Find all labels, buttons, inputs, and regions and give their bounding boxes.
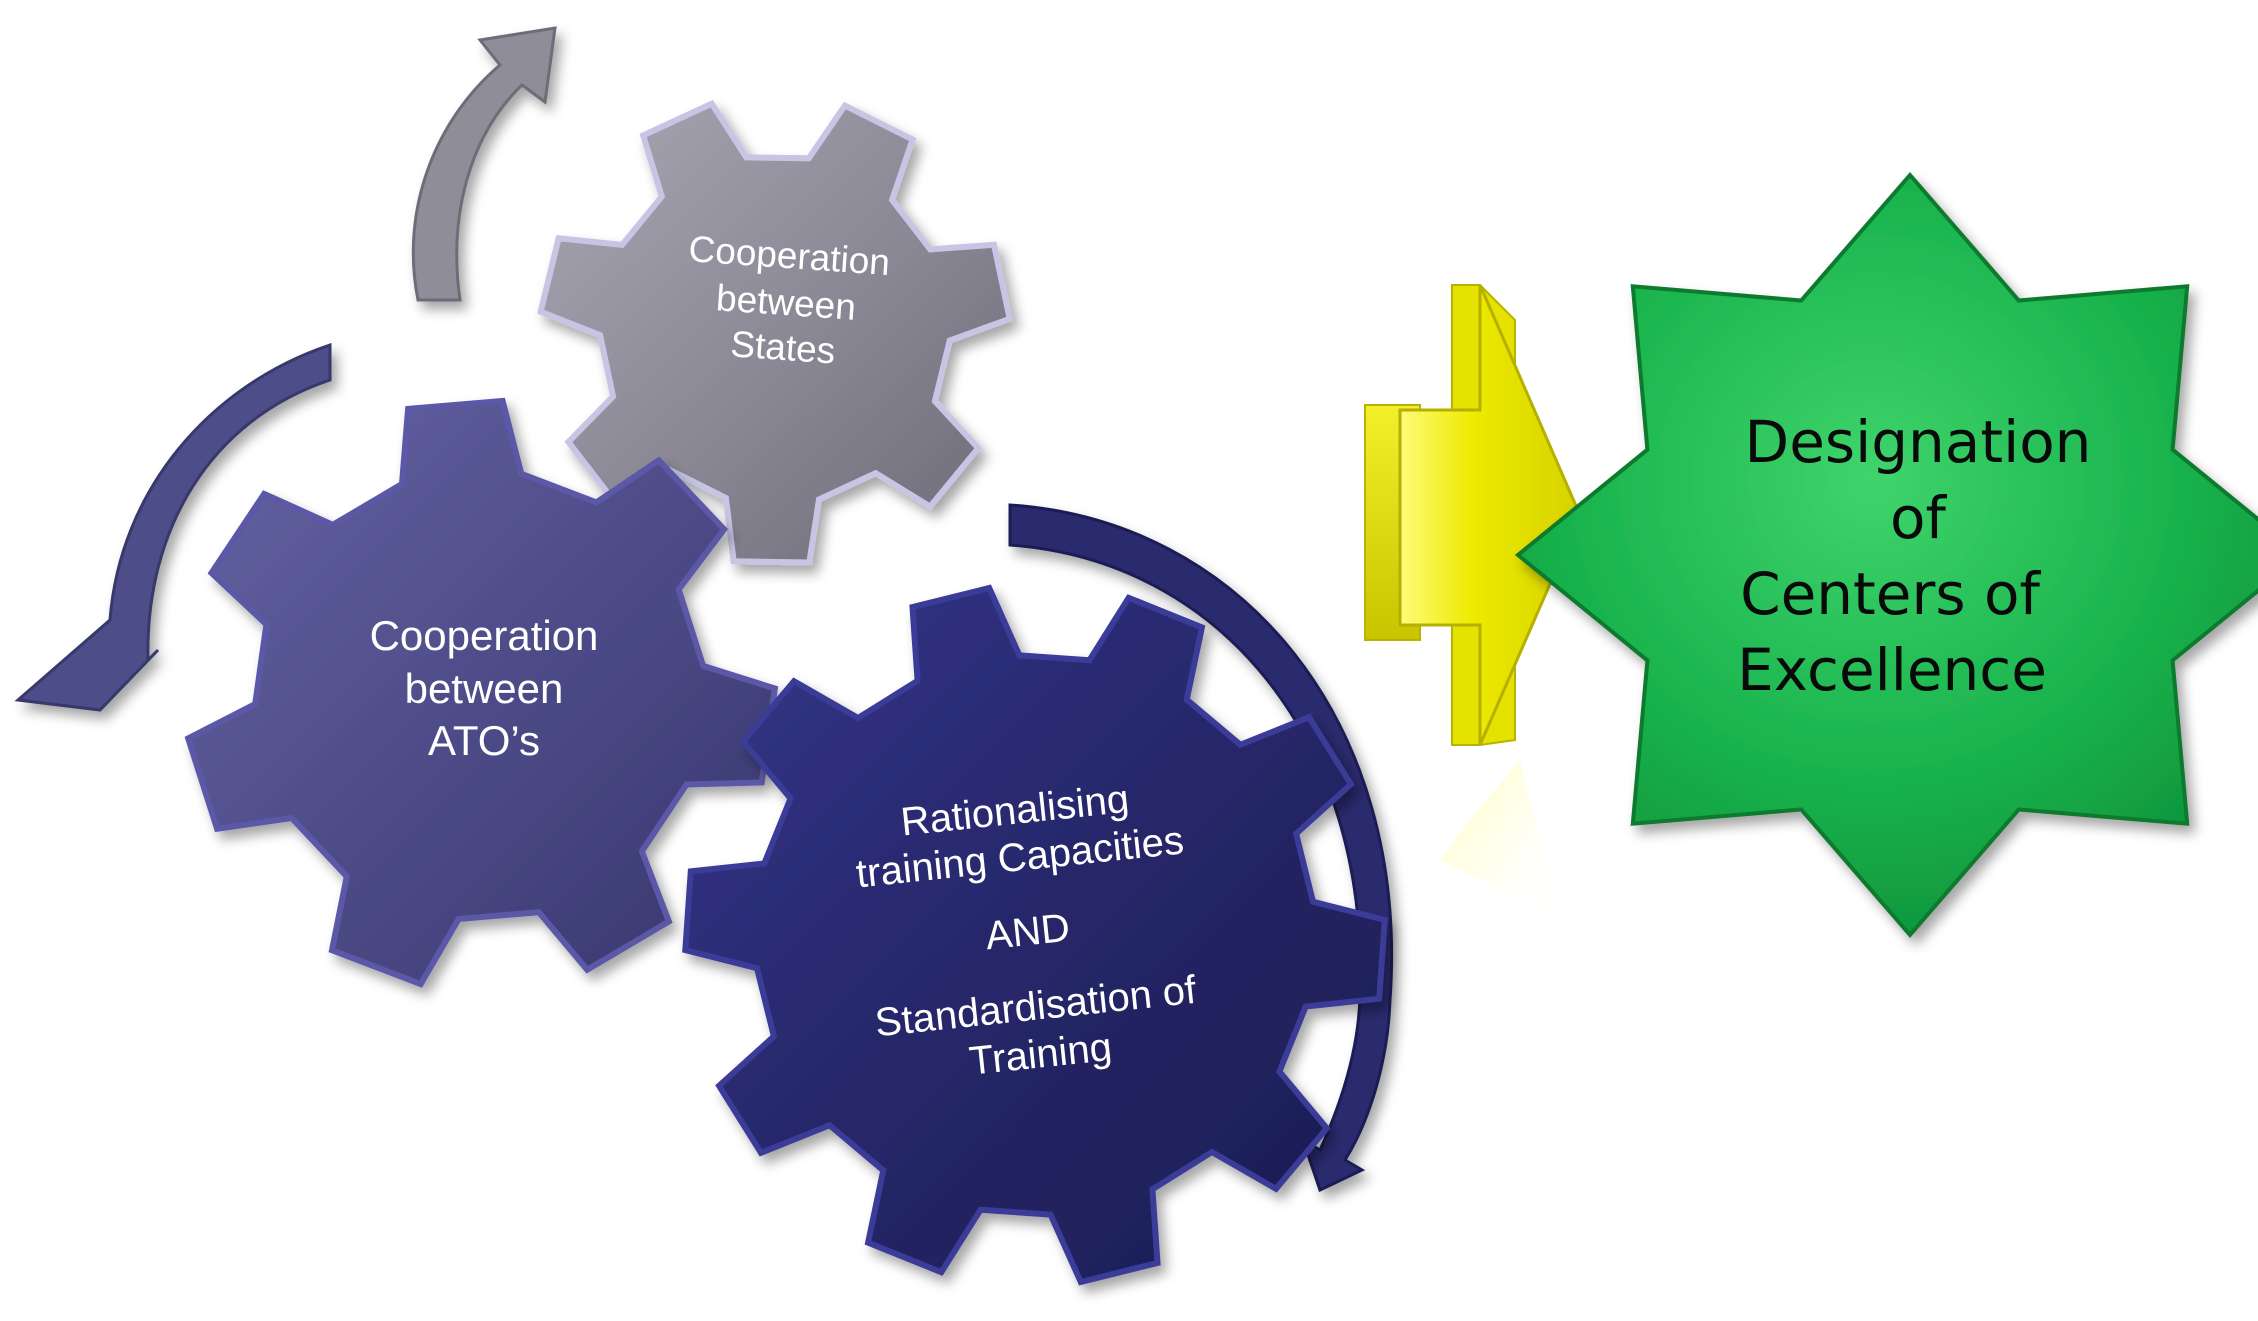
flow-arrow-body — [1398, 284, 1582, 746]
star-label-3: Centers of — [1740, 560, 2041, 628]
cycle-arrow-right — [1008, 503, 1393, 1193]
gear-training-shape — [682, 584, 1388, 1286]
cycle-arrow-top — [411, 26, 557, 302]
flow-arrow-glow — [1440, 760, 1560, 920]
gear-states — [537, 99, 1014, 566]
gear-atos — [184, 397, 779, 988]
gear-atos-shape — [184, 397, 779, 988]
gear-training — [682, 584, 1388, 1286]
gear-atos-label-2: between — [405, 665, 564, 712]
gear-states-label-3: States — [729, 323, 837, 371]
gear-training-label-3: AND — [983, 906, 1072, 959]
gear-states-shape — [537, 99, 1014, 566]
gear-states-label-2: between — [715, 277, 857, 328]
star-shape — [1514, 171, 2258, 939]
cycle-arrow-left — [14, 342, 332, 712]
star-label-4: Excellence — [1737, 636, 2047, 704]
star-label-2: of — [1890, 484, 1947, 552]
flow-arrow — [1364, 284, 1582, 920]
gear-atos-label-3: ATO’s — [428, 717, 540, 764]
gear-atos-label-1: Cooperation — [370, 612, 599, 659]
star-label-1: Designation — [1745, 408, 2092, 476]
